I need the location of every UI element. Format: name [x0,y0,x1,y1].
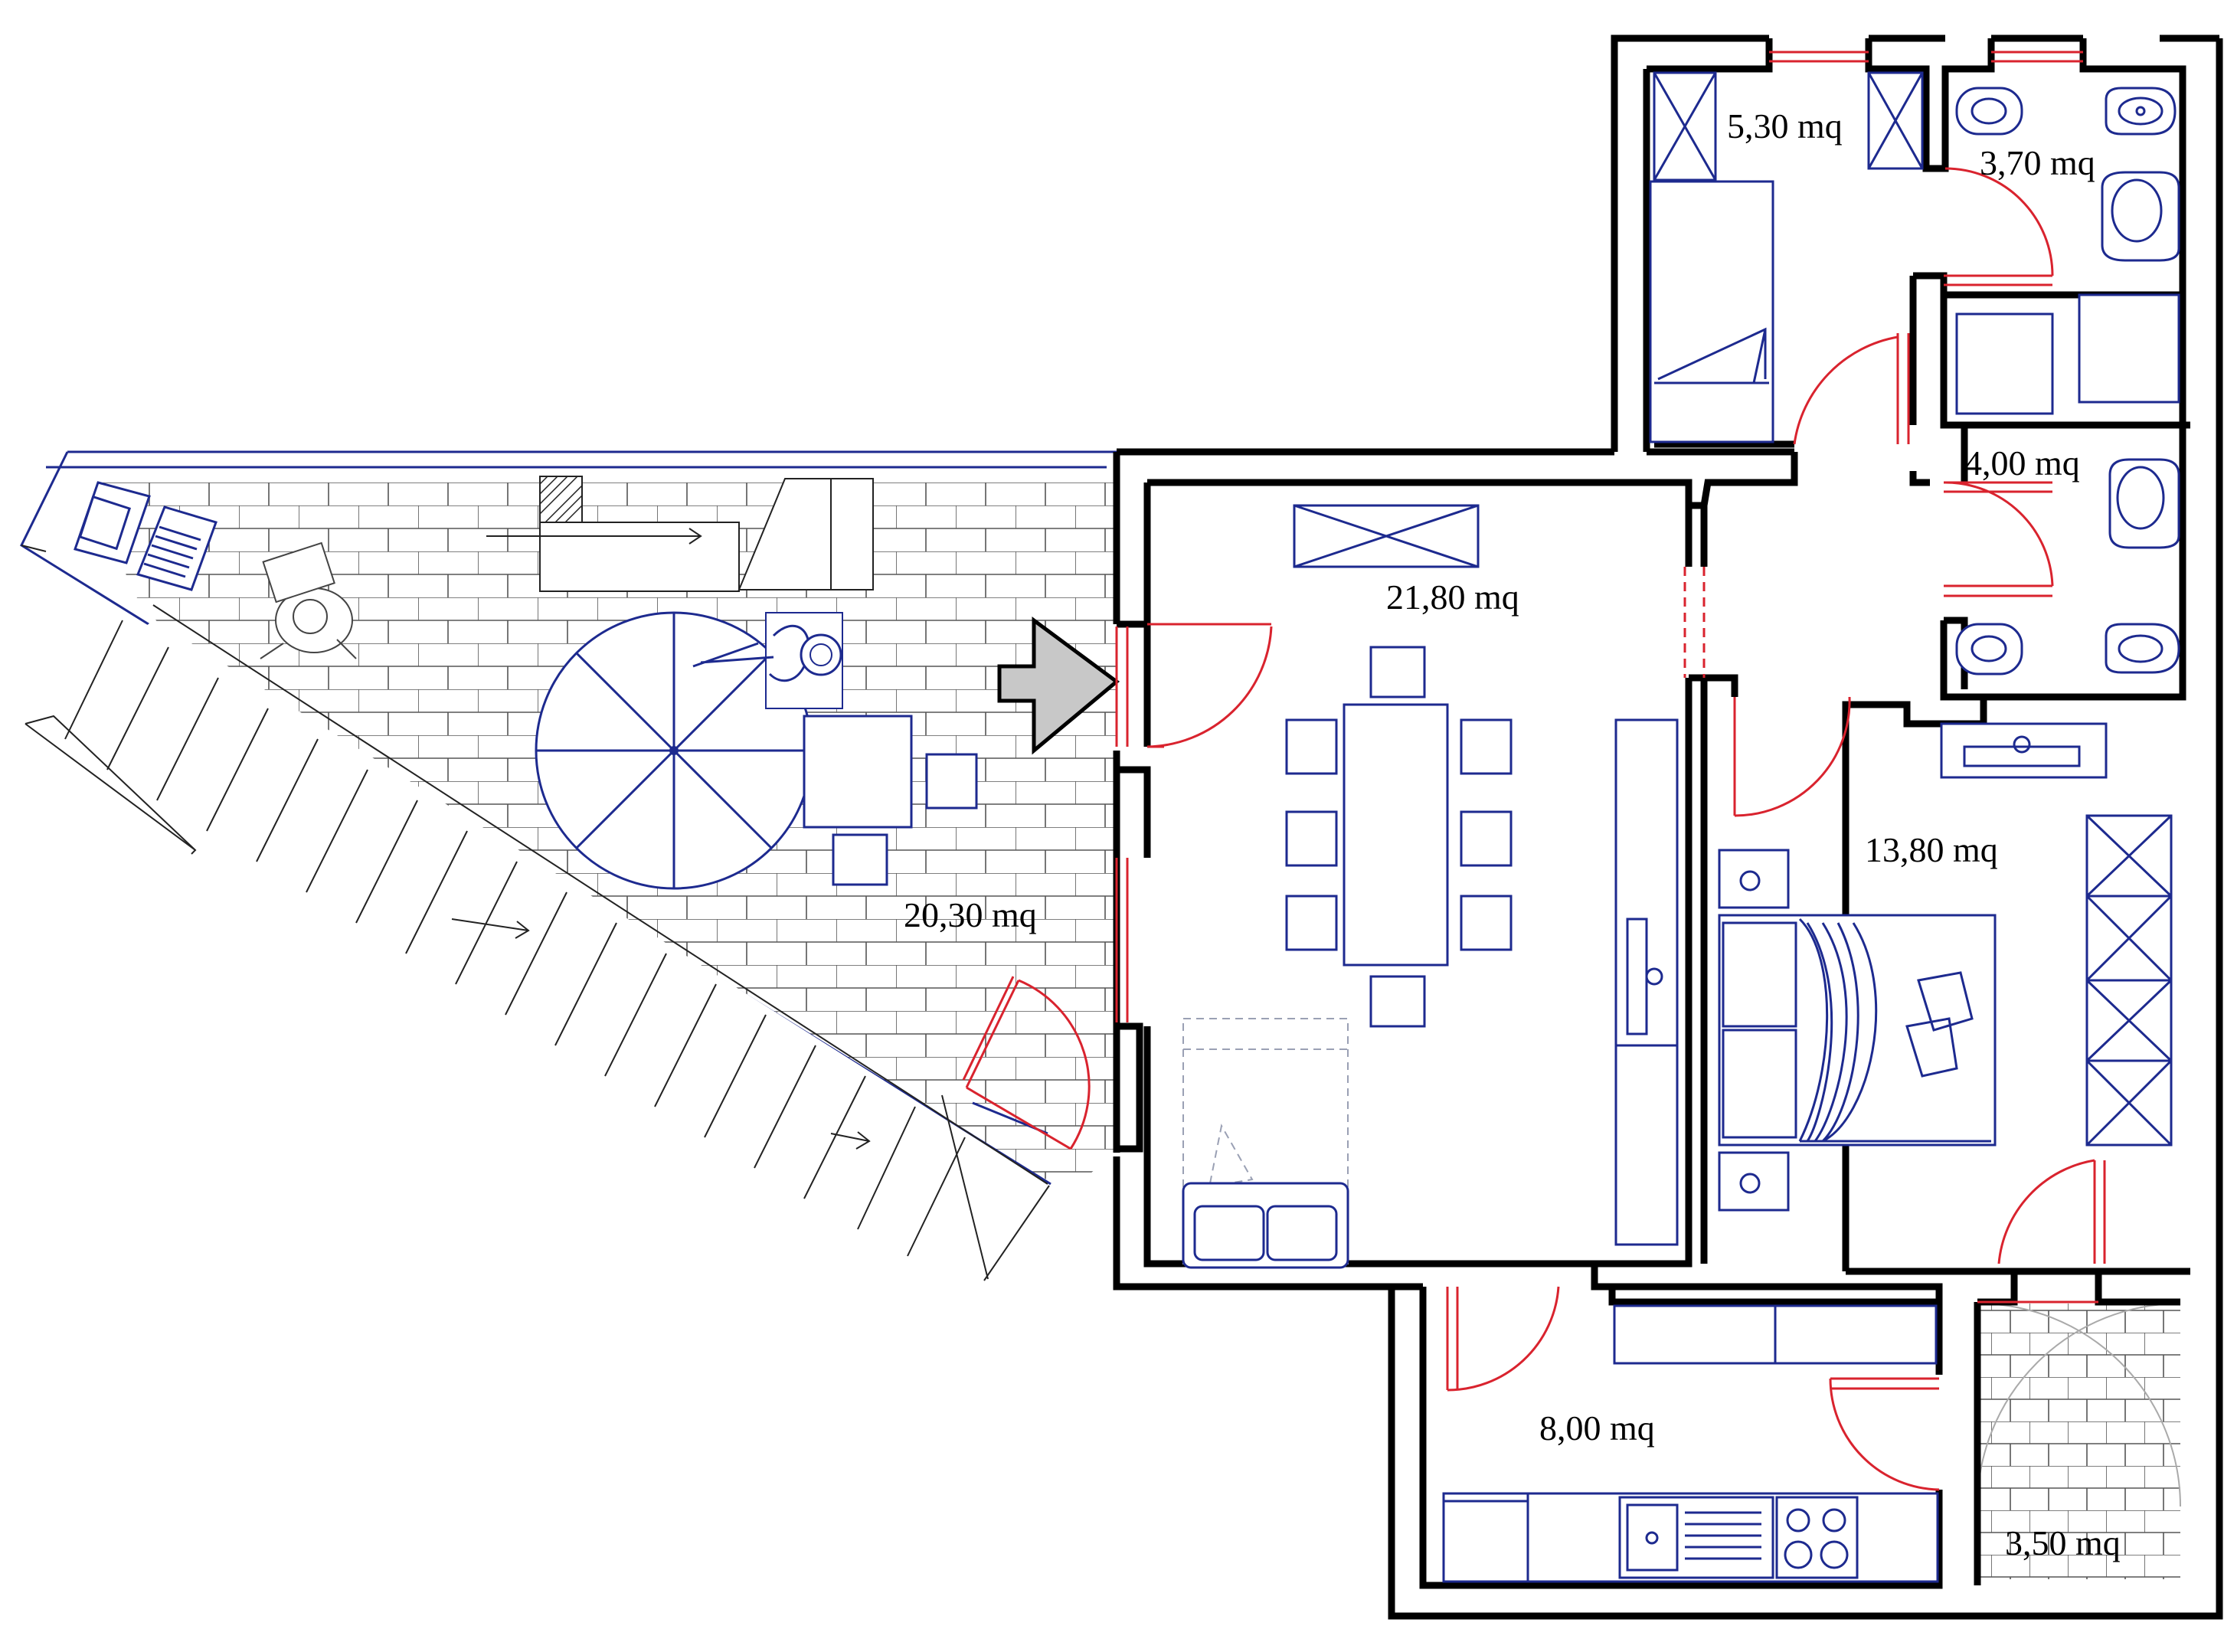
room-area-kitchen: 8,00 mq [1539,1408,1655,1448]
room-area-living: 21,80 mq [1386,577,1519,617]
shower-icon [1955,293,2180,415]
bathroom-mid-fixtures [1955,458,2180,676]
garden-table [803,715,913,829]
sink-icon [1618,1496,1774,1579]
toilet-icon [1955,623,2023,676]
room-area-bathroom-top: 3,70 mq [1980,143,2095,182]
bed-icon [1718,914,1997,1147]
sink-icon [2101,171,2180,262]
room-area-terrace: 20,30 mq [904,895,1037,934]
room-area-balcony: 3,50 mq [2005,1523,2121,1562]
barbecue [136,505,217,591]
external-stairs [21,545,1050,1281]
garden-chair [925,753,978,810]
walls [1113,34,2223,1620]
terrace-sink [74,481,151,564]
bathroom-top-fixtures [1955,87,2180,415]
balcony-floor [1977,1304,2180,1579]
bedroom-furniture [1718,722,2173,1212]
reclining-person-figure [692,612,843,709]
toilet-icon [1955,87,2023,136]
doors-windows [1115,51,2106,1491]
entrance-arrow-icon [997,617,1120,755]
garden-chair [832,833,888,886]
umbrella-icon [535,611,813,890]
room-area-bathroom-mid: 4,00 mq [1964,443,2080,483]
stove-icon [1775,1496,1859,1579]
bidet-icon [2105,623,2180,674]
sink-icon [2108,458,2180,549]
sofa [1182,1182,1349,1269]
terrace [20,450,1120,1281]
bidet-icon [2105,87,2177,136]
utility-furniture [1649,71,1924,443]
room-area-utility: 5,30 mq [1727,106,1843,146]
person-reading-figure [260,541,357,659]
room-area-bedroom: 13,80 mq [1865,830,1998,869]
living-furniture [1182,504,1679,1269]
terrace-door[interactable] [962,976,1091,1150]
kitchen-furniture [1442,1304,1939,1583]
dining-table [1343,703,1449,967]
